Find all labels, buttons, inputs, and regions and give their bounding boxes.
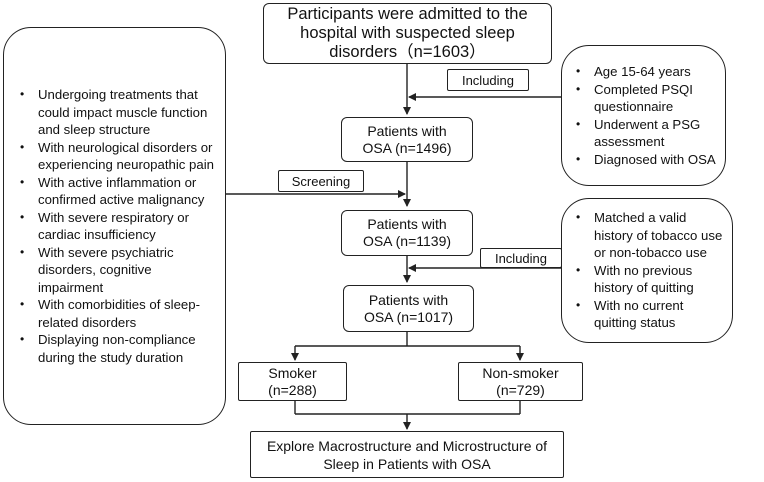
inclusion-criterion-1-item: Underwent a PSG assessment bbox=[574, 116, 717, 151]
smoker-box: Smoker (n=288) bbox=[238, 362, 347, 401]
non-smoker-text: Non-smoker (n=729) bbox=[482, 364, 559, 398]
osa-1496-text: Patients with OSA (n=1496) bbox=[362, 122, 452, 156]
osa-1017-text: Patients with OSA (n=1017) bbox=[363, 291, 454, 325]
screening-tag-label: Screening bbox=[291, 173, 351, 189]
screening-tag: Screening bbox=[278, 170, 364, 192]
including-tag-2: Including bbox=[480, 248, 562, 268]
inclusion-criterion-1-item: Diagnosed with OSA bbox=[574, 151, 717, 169]
osa-1496-box: Patients with OSA (n=1496) bbox=[341, 117, 473, 162]
including-tag-1: Including bbox=[447, 69, 529, 91]
inclusion-criterion-2-item: With no previous history of quitting bbox=[574, 262, 724, 297]
exclusion-criterion-item: With severe respiratory or cardiac insuf… bbox=[18, 209, 215, 244]
smoker-text: Smoker (n=288) bbox=[268, 364, 317, 398]
participants-text: Participants were admitted to the hospit… bbox=[287, 5, 528, 61]
osa-1017-box: Patients with OSA (n=1017) bbox=[343, 285, 474, 332]
including-tag-1-label: Including bbox=[461, 72, 515, 88]
inclusion-criteria-box-1: Age 15-64 yearsCompleted PSQI questionna… bbox=[561, 45, 726, 186]
including-tag-2-label: Including bbox=[494, 250, 548, 266]
exclusion-criterion-item: With neurological disorders or experienc… bbox=[18, 139, 215, 174]
exclusion-criterion-item: Displaying non-compliance during the stu… bbox=[18, 331, 215, 366]
participants-box: Participants were admitted to the hospit… bbox=[263, 3, 552, 64]
inclusion-criterion-1-item: Completed PSQI questionnaire bbox=[574, 81, 717, 116]
final-outcome-text: Explore Macrostructure and Microstructur… bbox=[266, 437, 548, 472]
exclusion-criterion-item: With active inflammation or confirmed ac… bbox=[18, 174, 215, 209]
exclusion-criteria-box: Undergoing treatments that could impact … bbox=[3, 27, 226, 425]
non-smoker-box: Non-smoker (n=729) bbox=[458, 362, 583, 401]
inclusion-criterion-1-item: Age 15-64 years bbox=[574, 63, 717, 81]
inclusion-criteria-list-2: Matched a valid history of tobacco use o… bbox=[574, 209, 724, 332]
exclusion-criterion-item: With severe psychiatric disorders, cogni… bbox=[18, 244, 215, 297]
osa-1139-box: Patients with OSA (n=1139) bbox=[341, 210, 473, 256]
inclusion-criterion-2-item: With no current quitting status bbox=[574, 297, 724, 332]
inclusion-criteria-box-2: Matched a valid history of tobacco use o… bbox=[561, 198, 733, 343]
exclusion-criterion-item: With comorbidities of sleep-related diso… bbox=[18, 296, 215, 331]
inclusion-criterion-2-item: Matched a valid history of tobacco use o… bbox=[574, 209, 724, 262]
osa-1139-text: Patients with OSA (n=1139) bbox=[362, 216, 452, 249]
exclusion-criterion-item: Undergoing treatments that could impact … bbox=[18, 86, 215, 139]
inclusion-criteria-list-1: Age 15-64 yearsCompleted PSQI questionna… bbox=[574, 63, 717, 168]
final-outcome-box: Explore Macrostructure and Microstructur… bbox=[250, 431, 564, 478]
exclusion-criteria-list: Undergoing treatments that could impact … bbox=[18, 86, 215, 366]
